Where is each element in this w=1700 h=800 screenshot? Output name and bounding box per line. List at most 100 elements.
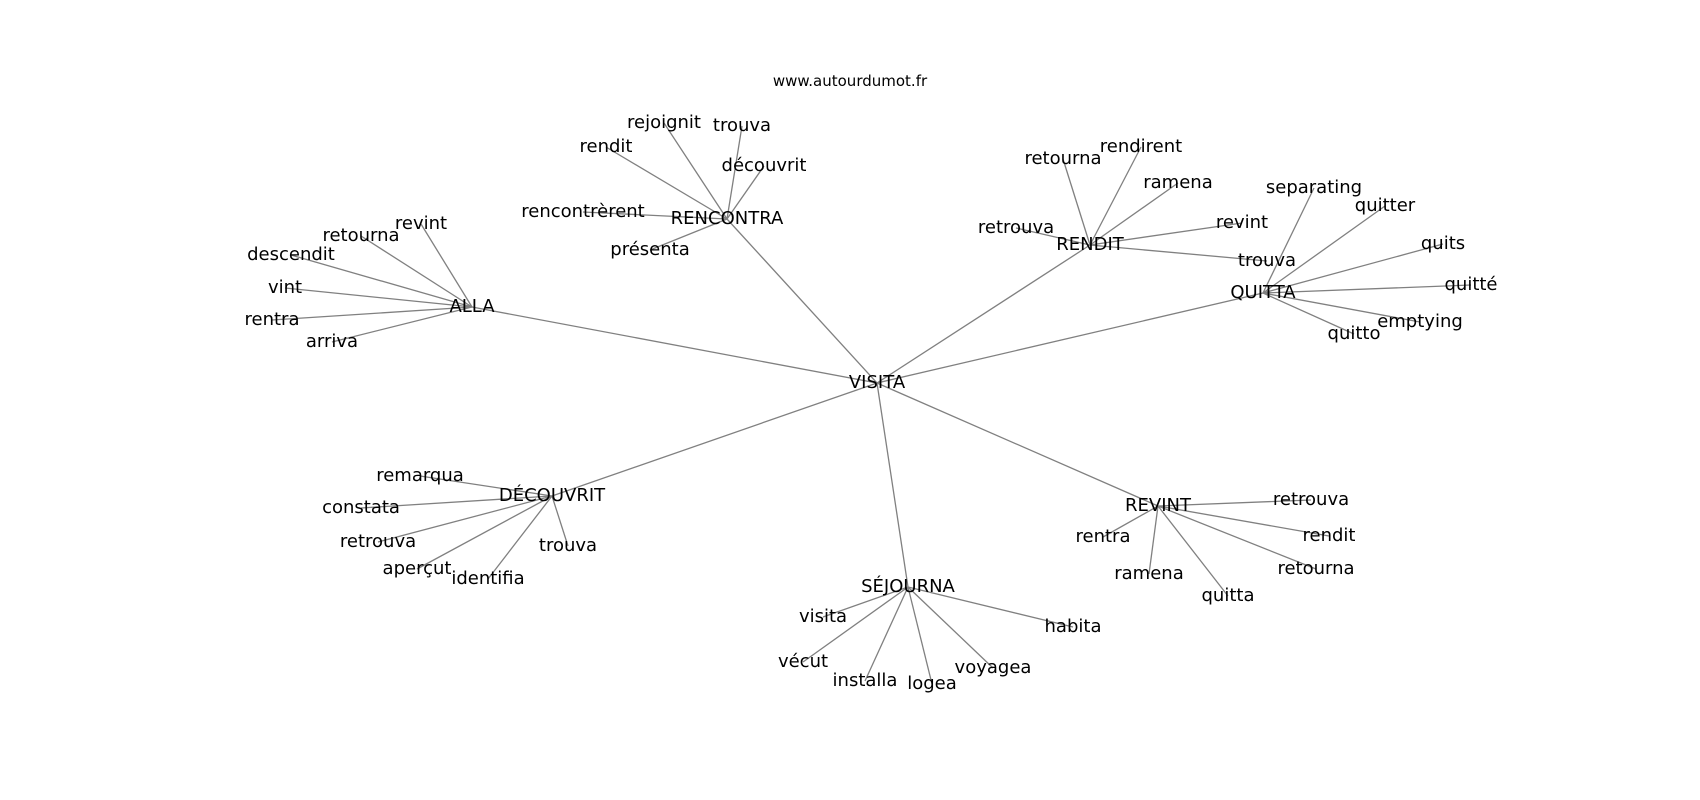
leaf-node-alla-revint: revint — [395, 213, 447, 234]
edge-quitta-quitter — [1262, 205, 1386, 294]
edge-rencontra-trouva — [726, 125, 743, 220]
hub-node-revint: REVINT — [1125, 495, 1192, 516]
edge-sejourna-vecut — [802, 586, 909, 663]
leaf-node-rencontra-presenta: présenta — [610, 239, 689, 260]
edge-rencontra-rendit — [605, 146, 728, 220]
leaf-node-revint-ramena: ramena — [1114, 563, 1183, 584]
leaf-node-quitta-separating: separating — [1266, 177, 1362, 198]
edge-decouvrit-remarqua — [419, 475, 553, 497]
hub-node-rendit: RENDIT — [1056, 234, 1125, 255]
graph-labels: VISITA RENCONTRA rejoignit trouva rendit déco… — [245, 112, 1498, 694]
leaf-node-revint-rentra: rentra — [1076, 526, 1131, 547]
edge-visita-quitta — [876, 292, 1264, 384]
hub-node-sejourna: SÉJOURNA — [861, 575, 955, 597]
edge-rendit-revint — [1089, 222, 1243, 246]
edge-visita-alla — [471, 306, 878, 384]
leaf-node-sejourna-visita: visita — [799, 606, 847, 627]
leaf-node-rendit-trouva: trouva — [1238, 250, 1296, 271]
edge-sejourna-installa — [864, 586, 909, 682]
leaf-node-revint-quitta: quitta — [1202, 585, 1255, 606]
leaf-node-alla-arriva: arriva — [306, 331, 358, 352]
edge-rendit-retourna — [1062, 158, 1091, 246]
hub-node-rencontra: RENCONTRA — [671, 208, 784, 229]
edge-decouvrit-constata — [360, 495, 553, 509]
edge-revint-retourna — [1157, 505, 1317, 570]
leaf-node-rencontra-decouvrit: découvrit — [722, 155, 807, 176]
edge-alla-revint — [420, 223, 473, 308]
leaf-node-rendit-ramena: ramena — [1143, 172, 1212, 193]
site-url: www.autourdumot.fr — [772, 72, 928, 90]
leaf-node-rendit-retrouva: retrouva — [978, 217, 1054, 238]
leaf-node-quitta-quits: quits — [1421, 233, 1465, 254]
leaf-node-alla-rentra: rentra — [245, 309, 300, 330]
leaf-node-decouvrit-constata: constata — [322, 497, 400, 518]
edge-sejourna-visita — [822, 586, 909, 618]
center-node-visita: VISITA — [849, 372, 906, 393]
leaf-node-sejourna-installa: installa — [833, 670, 898, 691]
edge-rencontra-rejoignit — [663, 122, 728, 220]
leaf-node-rencontra-rejoignit: rejoignit — [627, 112, 701, 133]
edge-rencontra-rencontrerent — [582, 211, 728, 220]
leaf-node-sejourna-vecut: vécut — [778, 651, 828, 672]
edge-visita-revint — [876, 382, 1159, 507]
leaf-node-sejourna-voyagea: voyagea — [955, 657, 1032, 678]
hub-node-decouvrit: DÉCOUVRIT — [499, 484, 606, 506]
leaf-node-revint-rendit: rendit — [1303, 525, 1356, 546]
hub-node-alla: ALLA — [449, 296, 495, 317]
edge-visita-decouvrit — [551, 382, 878, 497]
leaf-node-quitta-quitto: quitto — [1328, 323, 1381, 344]
leaf-node-alla-vint: vint — [268, 277, 302, 298]
leaf-node-revint-retourna: retourna — [1277, 558, 1354, 579]
leaf-node-decouvrit-trouva: trouva — [539, 535, 597, 556]
edge-sejourna-habita — [907, 586, 1074, 628]
edge-revint-ramena — [1148, 505, 1159, 575]
edge-revint-rendit — [1157, 505, 1330, 537]
leaf-node-rencontra-rendit: rendit — [580, 136, 633, 157]
edge-revint-retrouva — [1157, 499, 1312, 507]
edge-rendit-rendirent — [1089, 146, 1142, 246]
leaf-node-rendit-rendirent: rendirent — [1100, 136, 1182, 157]
edge-rendit-retrouva — [1015, 227, 1091, 246]
leaf-node-quitta-emptying: emptying — [1377, 311, 1463, 332]
edge-alla-arriva — [331, 306, 473, 343]
edge-quitta-quitte — [1262, 284, 1472, 294]
leaf-node-decouvrit-apercut: aperçut — [383, 558, 452, 579]
edge-alla-descendit — [290, 254, 473, 308]
hub-node-quitta: QUITTA — [1230, 282, 1296, 303]
edge-alla-rentra — [271, 306, 473, 321]
leaf-node-quitta-quitte: quitté — [1444, 274, 1497, 295]
edge-quitta-quitto — [1262, 292, 1355, 335]
leaf-node-sejourna-habita: habita — [1045, 616, 1102, 637]
graph-edges — [271, 122, 1472, 685]
edge-sejourna-voyagea — [907, 586, 994, 669]
leaf-node-revint-retrouva: retrouva — [1273, 489, 1349, 510]
leaf-node-sejourna-logea: logea — [907, 673, 957, 694]
edge-visita-sejourna — [876, 382, 909, 588]
edge-rencontra-decouvrit — [726, 165, 765, 220]
edge-decouvrit-retrouva — [377, 495, 553, 543]
leaf-node-rendit-revint: revint — [1216, 212, 1268, 233]
edge-rendit-trouva — [1089, 244, 1268, 262]
leaf-node-rencontra-trouva: trouva — [713, 115, 771, 136]
edge-decouvrit-trouva — [551, 495, 569, 547]
edge-rencontra-presenta — [649, 218, 728, 251]
leaf-node-rendit-retourna: retourna — [1024, 148, 1101, 169]
edge-decouvrit-apercut — [416, 495, 553, 570]
leaf-node-rencontra-rencontrerent: rencontrèrent — [521, 201, 645, 222]
edge-sejourna-logea — [907, 586, 933, 685]
edge-quitta-emptying — [1262, 292, 1421, 323]
edge-rendit-ramena — [1089, 182, 1179, 246]
edge-revint-rentra — [1102, 505, 1159, 538]
edge-alla-vint — [284, 287, 473, 308]
leaf-node-quitta-quitter: quitter — [1355, 195, 1416, 216]
edge-quitta-quits — [1262, 243, 1444, 294]
leaf-node-alla-retourna: retourna — [322, 225, 399, 246]
edge-visita-rendit — [876, 244, 1091, 384]
edge-revint-quitta — [1157, 505, 1229, 597]
edge-alla-retourna — [360, 235, 473, 308]
edge-decouvrit-identifia — [487, 495, 553, 580]
edge-visita-rencontra — [726, 218, 878, 384]
leaf-node-decouvrit-retrouva: retrouva — [340, 531, 416, 552]
leaf-node-decouvrit-remarqua: remarqua — [376, 465, 464, 486]
